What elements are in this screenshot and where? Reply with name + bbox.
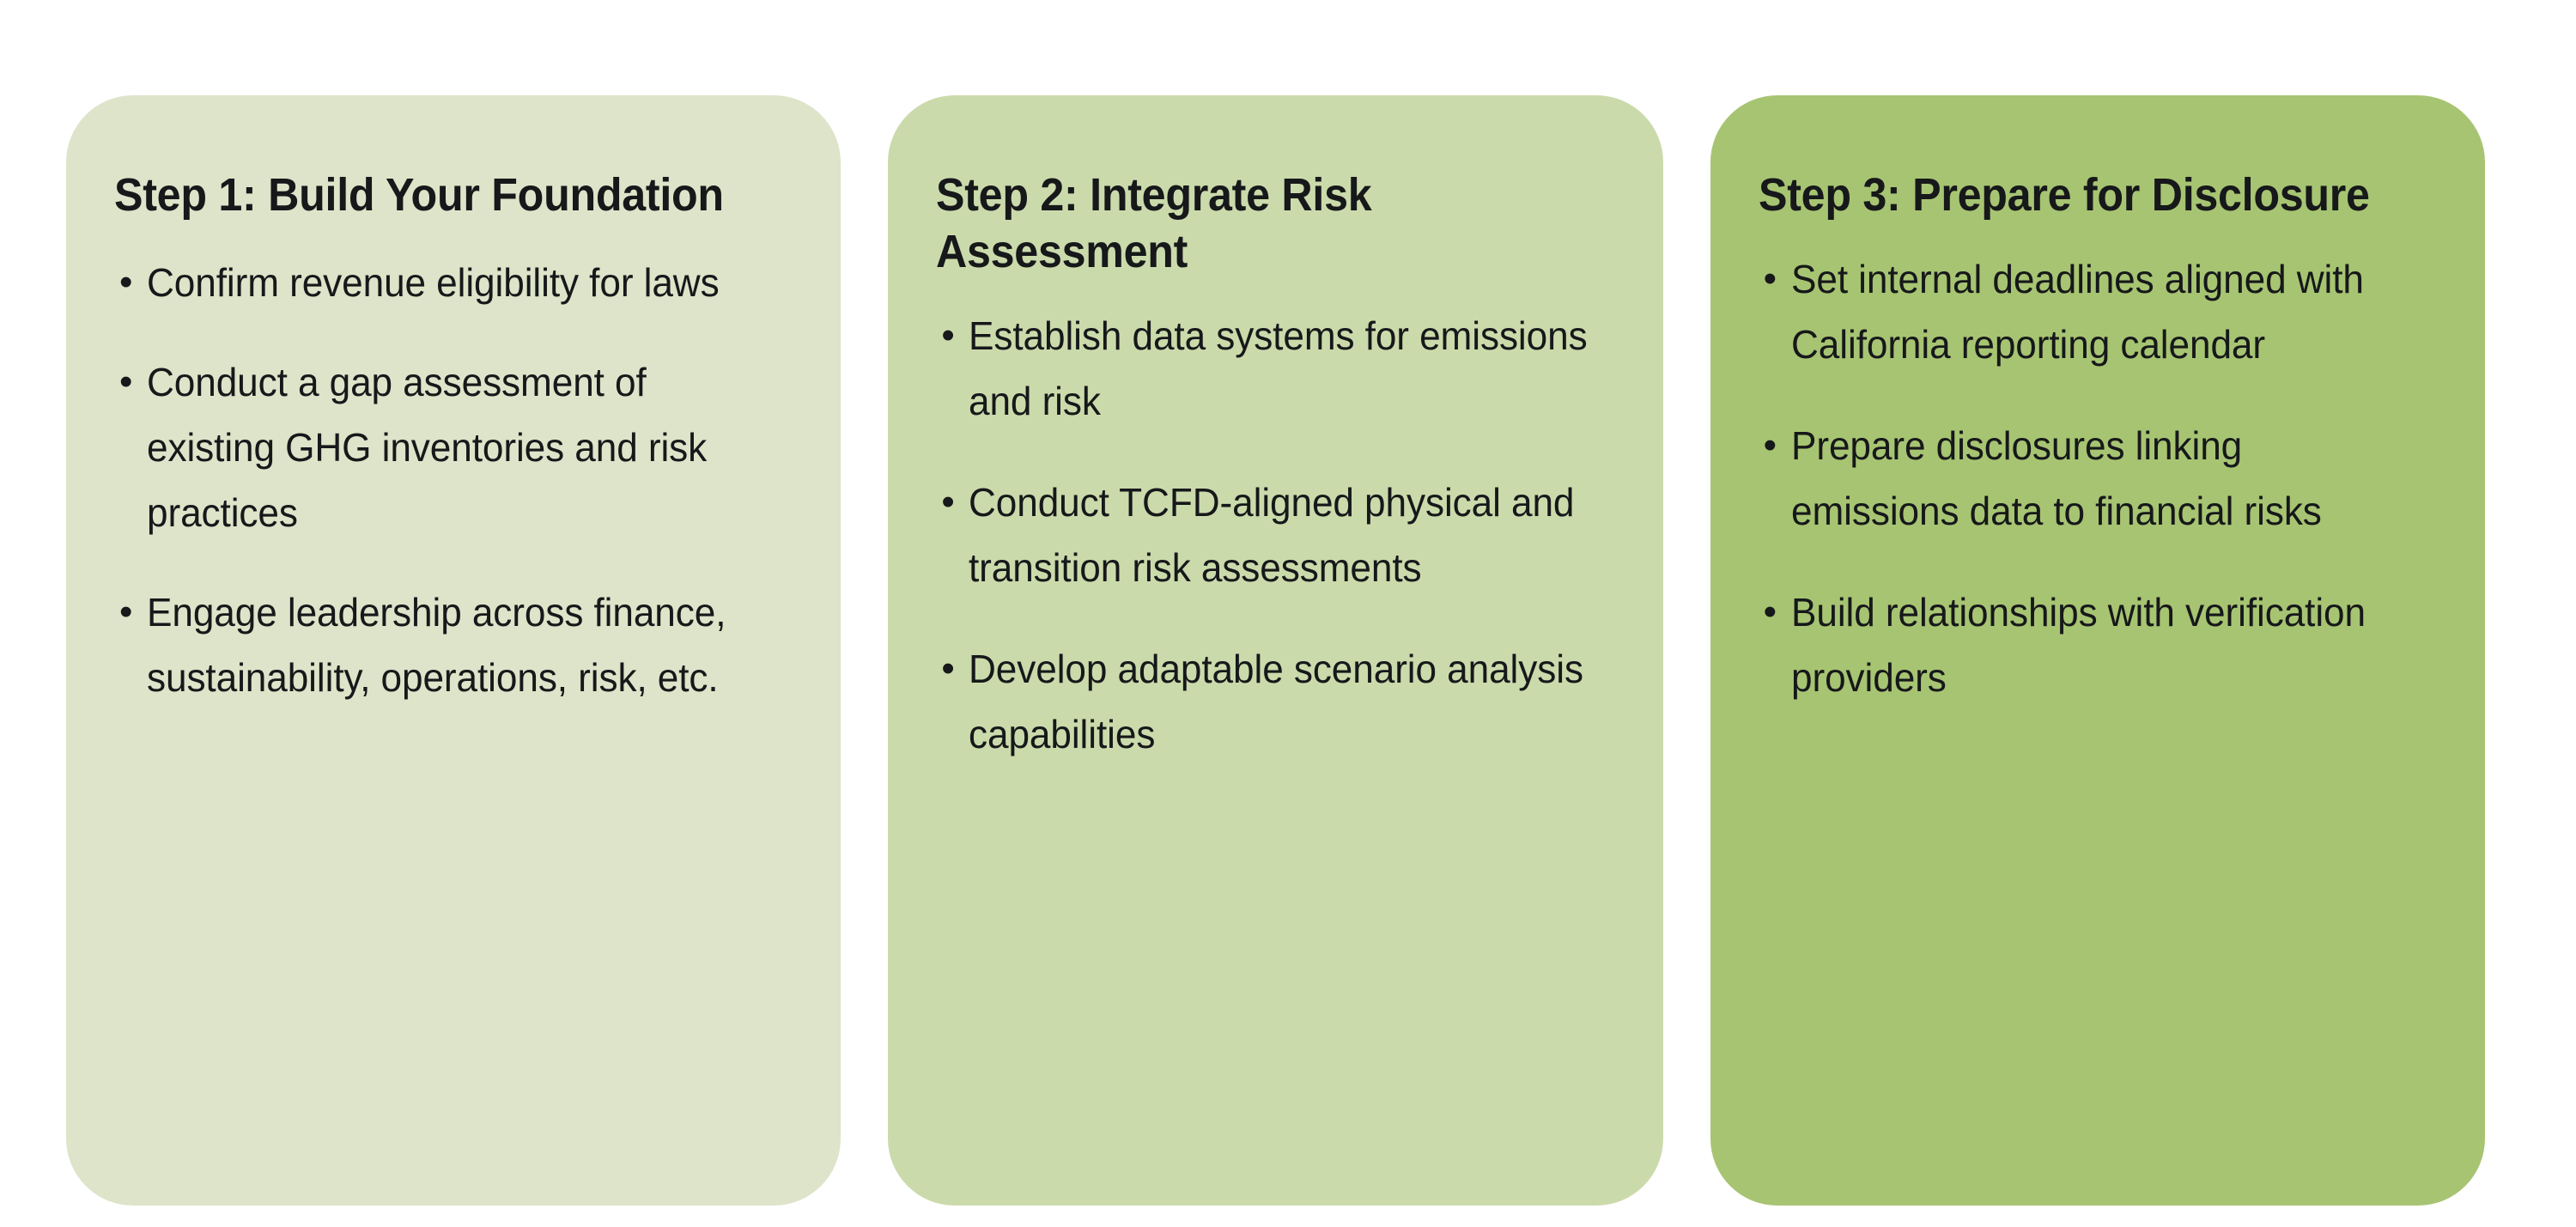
step-card-3-title: Step 3: Prepare for Disclosure (1758, 169, 2370, 221)
bullet-text: Engage leadership across finance, sustai… (147, 589, 726, 700)
bullet-text: Confirm revenue eligibility for laws (147, 259, 720, 305)
list-item: • Prepare disclosures linking emissions … (1759, 413, 2437, 544)
list-item: • Develop adaptable scenario analysis ca… (936, 636, 1614, 767)
step-cards-row: Step 1: Build Your Foundation • Confirm … (66, 95, 2485, 1206)
list-item: • Engage leadership across finance, sust… (114, 580, 793, 710)
bullet-dot-icon: • (1763, 257, 1777, 300)
bullet-dot-icon: • (119, 590, 133, 633)
list-item: • Set internal deadlines aligned with Ca… (1759, 246, 2437, 377)
bullet-text: Conduct a gap assessment of existing GHG… (147, 359, 708, 535)
bullet-dot-icon: • (941, 480, 955, 523)
bullet-dot-icon: • (119, 360, 133, 403)
bullet-dot-icon: • (1763, 590, 1777, 633)
bullet-text: Develop adaptable scenario analysis capa… (969, 646, 1584, 756)
bullet-dot-icon: • (1763, 423, 1777, 466)
step-card-3-bullet-list: • Set internal deadlines aligned with Ca… (1759, 246, 2437, 710)
step-card-3[interactable]: Step 3: Prepare for Disclosure • Set int… (1710, 95, 2485, 1206)
bullet-text: Set internal deadlines aligned with Cali… (1790, 256, 2364, 367)
bullet-text: Conduct TCFD-aligned physical and transi… (969, 479, 1575, 590)
list-item: • Establish data systems for emissions a… (936, 303, 1614, 434)
list-item: • Conduct TCFD-aligned physical and tran… (936, 470, 1614, 600)
bullet-text: Establish data systems for emissions and… (969, 313, 1588, 423)
step-card-2-title: Step 2: Integrate Risk Assessment (936, 169, 1372, 277)
bullet-dot-icon: • (119, 260, 133, 303)
step-card-2-bullet-list: • Establish data systems for emissions a… (936, 303, 1614, 767)
step-card-2[interactable]: Step 2: Integrate Risk Assessment • Esta… (888, 95, 1663, 1206)
list-item: • Build relationships with verification … (1759, 580, 2437, 710)
bullet-dot-icon: • (941, 313, 955, 356)
list-item: • Confirm revenue eligibility for laws (114, 250, 793, 315)
bullet-dot-icon: • (941, 647, 955, 689)
step-card-1-title: Step 1: Build Your Foundation (114, 169, 724, 221)
bullet-text: Prepare disclosures linking emissions da… (1790, 422, 2322, 533)
step-card-1[interactable]: Step 1: Build Your Foundation • Confirm … (66, 95, 841, 1206)
list-item: • Conduct a gap assessment of existing G… (114, 349, 793, 545)
bullet-text: Build relationships with verification pr… (1790, 589, 2366, 700)
step-card-1-bullet-list: • Confirm revenue eligibility for laws •… (114, 250, 793, 710)
